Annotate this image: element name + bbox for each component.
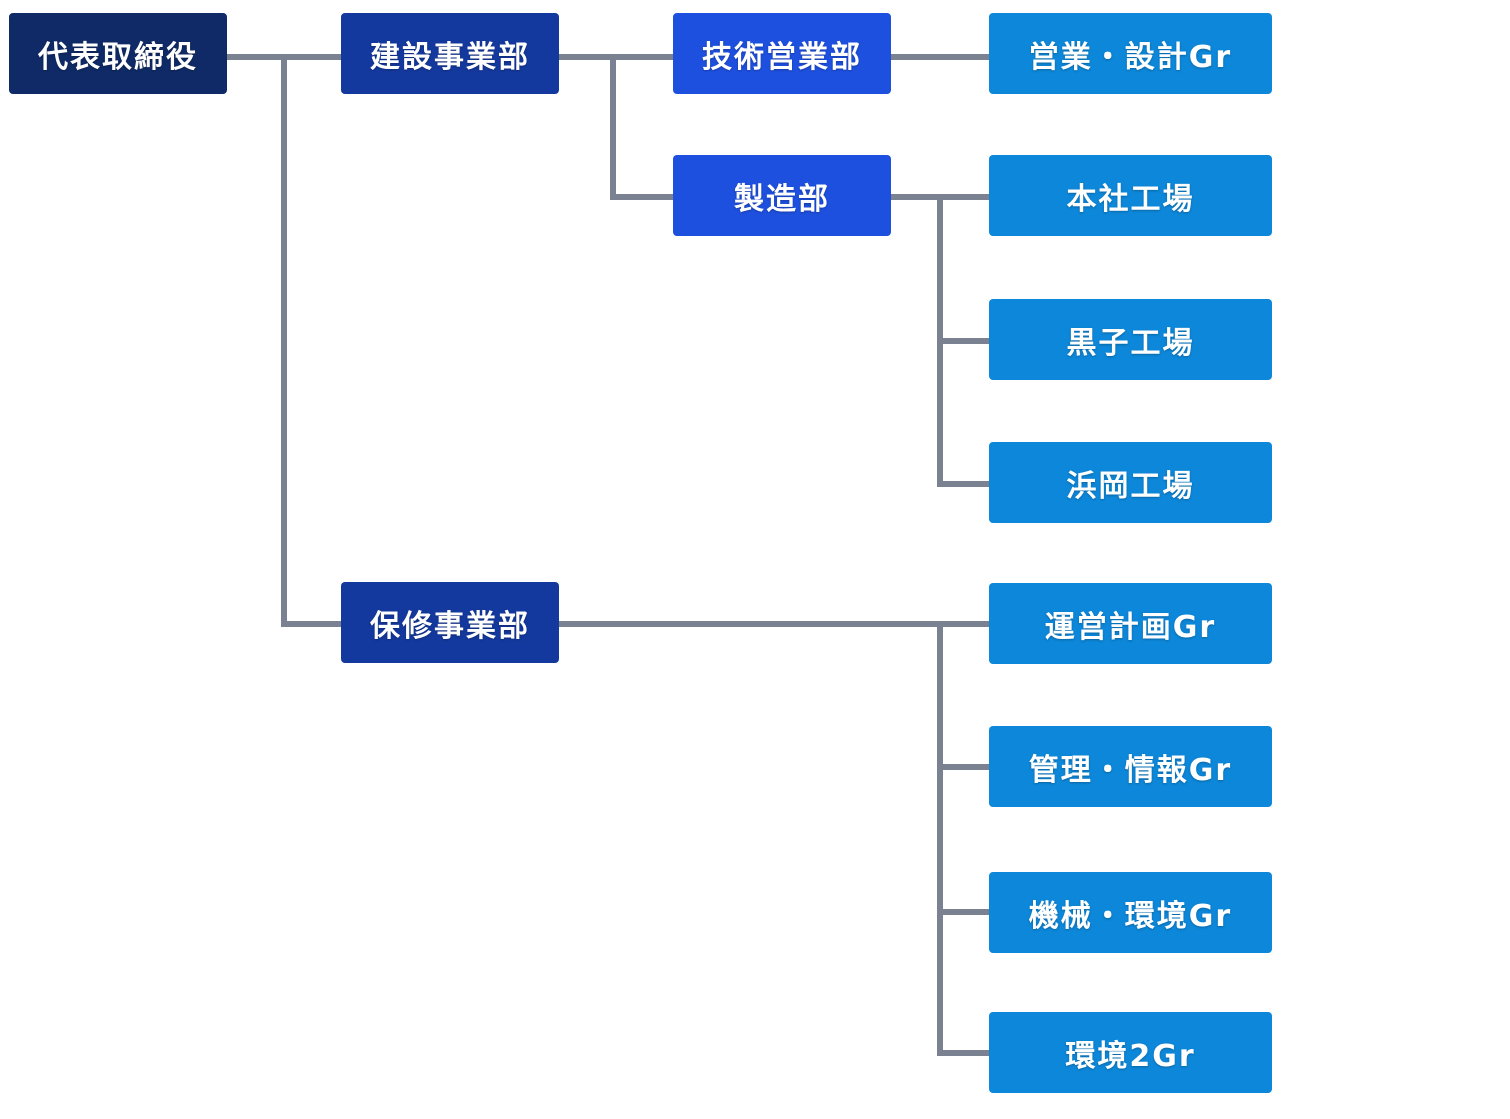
node-technical-sales-dept: 技術営業部 [673, 13, 891, 94]
node-environment-2-group: 環境2Gr [989, 1012, 1272, 1093]
node-kuroko-factory: 黒子工場 [989, 299, 1272, 380]
node-sales-design-group: 営業・設計Gr [989, 13, 1272, 94]
node-label: 保修事業部 [370, 608, 530, 644]
node-label: 製造部 [734, 181, 830, 217]
node-label: 黒子工場 [1066, 325, 1195, 361]
node-management-info-group: 管理・情報Gr [989, 726, 1272, 807]
node-label: 本社工場 [1066, 181, 1195, 217]
node-label: 環境2Gr [1065, 1038, 1196, 1074]
node-label: 浜岡工場 [1066, 468, 1195, 504]
node-maintenance-division: 保修事業部 [341, 582, 559, 663]
node-label: 営業・設計Gr [1028, 39, 1233, 75]
node-label: 機械・環境Gr [1028, 898, 1233, 934]
node-machinery-environment-group: 機械・環境Gr [989, 872, 1272, 953]
node-manufacturing-dept: 製造部 [673, 155, 891, 236]
node-label: 技術営業部 [702, 39, 862, 75]
node-label: 代表取締役 [38, 39, 198, 75]
node-head-office-factory: 本社工場 [989, 155, 1272, 236]
node-label: 管理・情報Gr [1028, 752, 1233, 788]
node-label: 運営計画Gr [1044, 609, 1217, 645]
node-operations-planning-group: 運営計画Gr [989, 583, 1272, 664]
node-hamaoka-factory: 浜岡工場 [989, 442, 1272, 523]
node-construction-division: 建設事業部 [341, 13, 559, 94]
node-ceo: 代表取締役 [9, 13, 227, 94]
node-label: 建設事業部 [370, 39, 530, 75]
